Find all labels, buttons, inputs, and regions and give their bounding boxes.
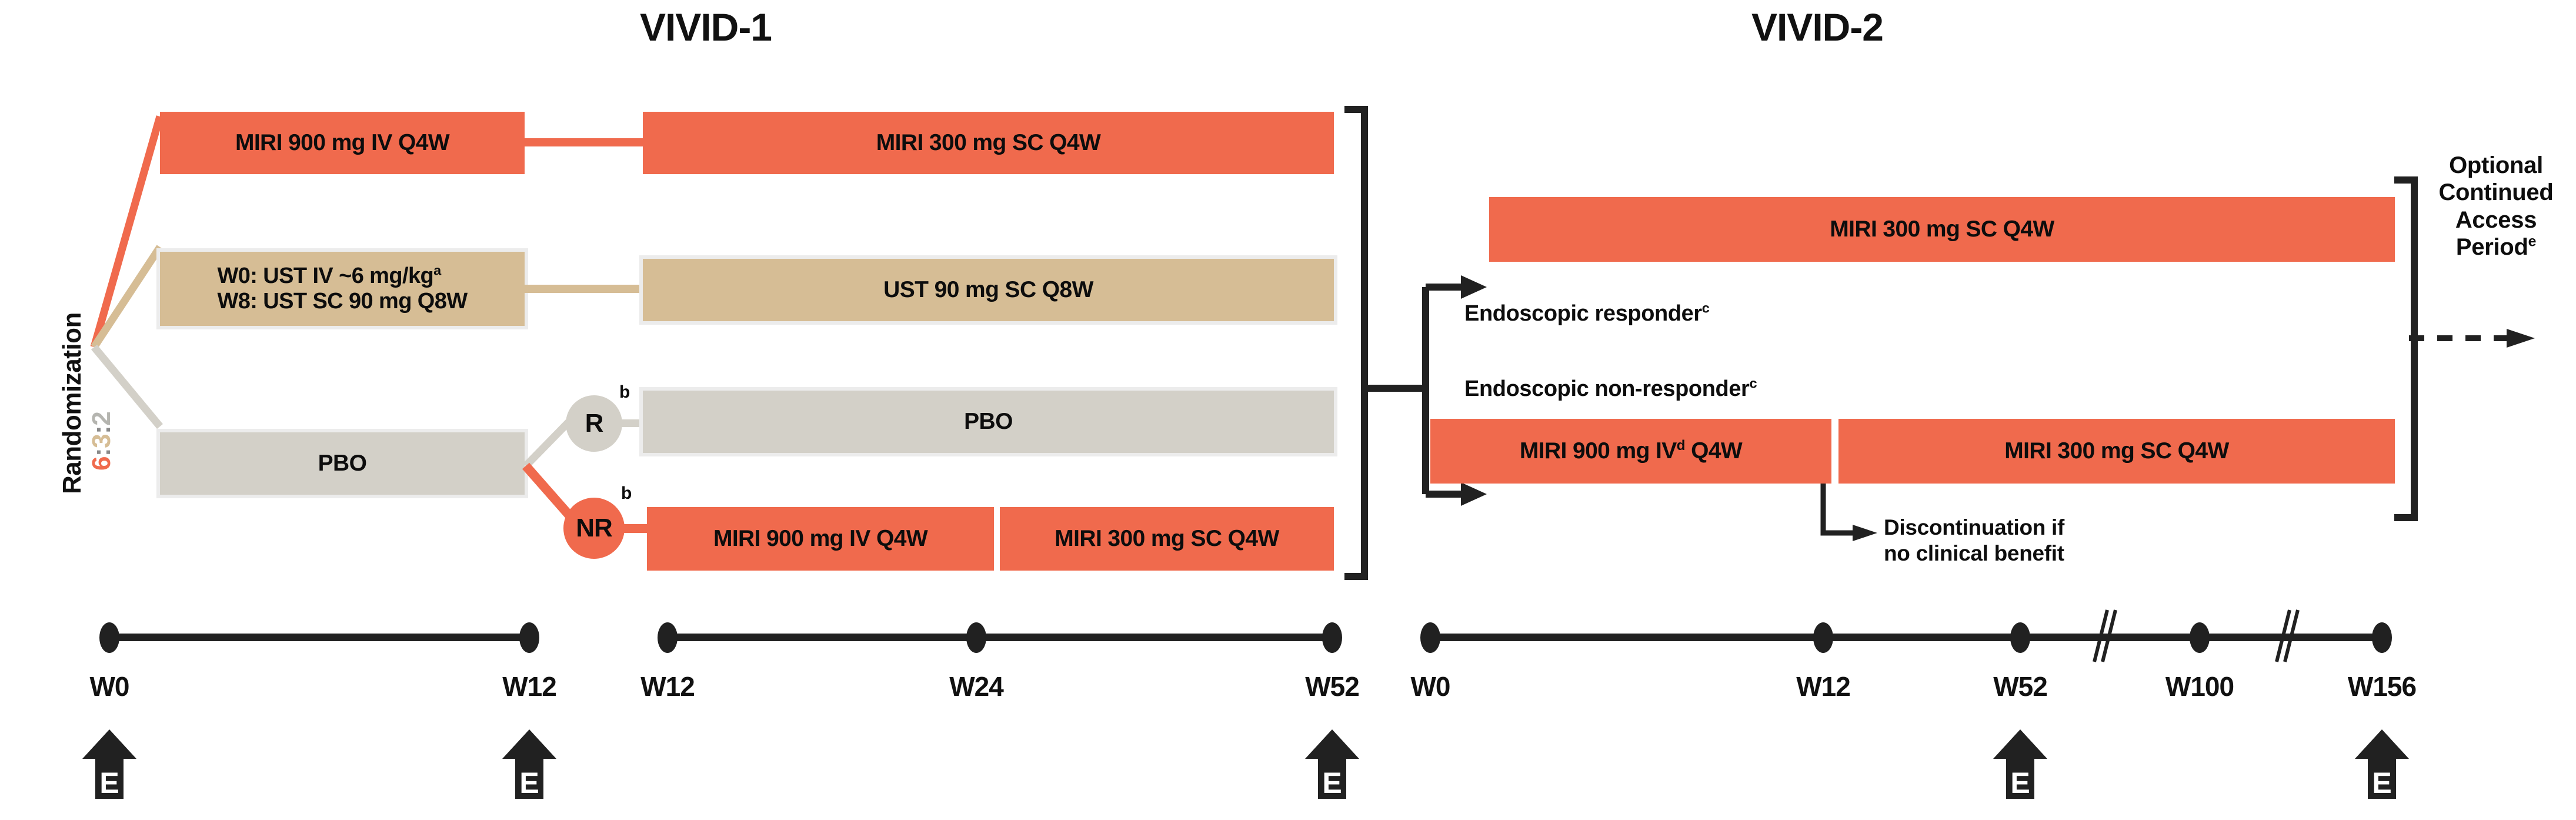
discontinuation-note: Discontinuation if no clinical benefit [1884,515,2064,566]
discontinuation-line1: Discontinuation if [1884,515,2065,539]
endoscopic-responder-label: Endoscopic responderc [1464,300,1710,326]
box-miri-iv-induction-label: MIRI 900 mg IV Q4W [235,130,450,156]
non-responder-circle-label: NR [576,514,613,542]
non-responder-circle[interactable]: NR [563,498,625,559]
v2-nr-iv-tail: Q4W [1684,438,1743,464]
endoscopy-arrow-w52-vivid1: E [1305,729,1359,799]
box-miri-sc-maintenance-label: MIRI 300 mg SC Q4W [876,130,1101,156]
box-pbo-maintenance[interactable]: PBO [639,387,1337,456]
study-title-vivid2: VIVID-2 [1751,5,1884,49]
connector-responder-to-pbo-maintenance [619,419,647,427]
timeline-label-v2-w100: W100 [2165,671,2234,702]
timeline-label-w0: W0 [89,671,130,702]
box-pbo-nr-miri-iv[interactable]: MIRI 900 mg IV Q4W [647,507,994,571]
box-pbo-maintenance-label: PBO [964,409,1013,435]
optional-line1: Optional [2449,152,2543,178]
footnote-a: a [433,262,441,278]
timeline-dot-w24[interactable] [966,622,986,653]
ust-induction-line2: W8: UST SC 90 mg Q8W [217,289,468,314]
footnote-c-nonresponder: c [1749,375,1757,391]
footnote-e: e [2528,234,2537,250]
timeline-label-w12b: W12 [640,671,695,702]
endoscopic-non-responder-label: Endoscopic non-responderc [1464,376,1757,402]
timeline-label-v2-w156: W156 [2347,671,2417,702]
vivid1-right-bracket [1344,106,1368,580]
box-ust-sc-maintenance-label: UST 90 mg SC Q8W [883,277,1093,303]
endoscopy-arrow-w12-label: E [519,766,539,799]
timeline-dot-w0[interactable] [99,622,119,653]
box-v2-responder-arm-label: MIRI 300 mg SC Q4W [1830,216,2054,242]
timeline-dot-v2-w52[interactable] [2010,622,2030,653]
ust-induction-line1: W0: UST IV ~6 mg/kg [217,264,434,289]
box-pbo-nr-miri-sc-label: MIRI 300 mg SC Q4W [1055,526,1279,552]
endoscopy-arrow-w0: E [82,729,136,799]
study-title-vivid1: VIVID-1 [639,5,772,49]
vivid2-right-bracket [2394,176,2418,521]
box-pbo-nr-miri-sc[interactable]: MIRI 300 mg SC Q4W [1000,507,1334,571]
timeline-break-1-icon [2093,609,2117,662]
box-pbo-nr-miri-iv-label: MIRI 900 mg IV Q4W [713,526,928,552]
box-v2-responder-arm[interactable]: MIRI 300 mg SC Q4W [1489,197,2395,262]
endoscopy-arrow-w52-vivid1-label: E [1322,766,1342,799]
box-pbo-induction-label: PBO [318,451,367,476]
box-v2-nonresponder-iv[interactable]: MIRI 900 mg IVd Q4W [1430,419,1831,484]
timeline-label-v2-w0: W0 [1410,671,1451,702]
responder-circle-footnote-b: b [619,382,630,402]
responder-circle-label: R [585,409,604,438]
timeline-dot-w12b[interactable] [658,622,678,653]
discontinuation-line2: no clinical benefit [1884,541,2064,565]
timeline-label-w12a: W12 [502,671,557,702]
box-pbo-induction[interactable]: PBO [156,429,528,498]
endoscopy-arrow-w0-label: E [99,766,119,799]
connector-miri-induction-maintenance [523,138,644,146]
box-ust-induction[interactable]: W0: UST IV ~6 mg/kga W8: UST SC 90 mg Q8… [156,248,528,329]
endoscopy-arrow-w52-vivid2: E [1993,729,2047,799]
vivid1-to-vivid2-split [1362,275,1487,506]
endoscopy-arrow-w156-label: E [2372,766,2392,799]
endoscopy-arrow-w52-vivid2-label: E [2010,766,2030,799]
box-ust-sc-maintenance[interactable]: UST 90 mg SC Q8W [639,255,1337,325]
timeline-label-v2-w12: W12 [1796,671,1851,702]
timeline-maintenance-axis [668,634,1332,641]
optional-line2: Continued [2438,179,2554,206]
optional-line4: Period [2455,234,2528,261]
optional-line3: Access [2455,206,2537,233]
timeline-dot-v2-w156[interactable] [2372,622,2392,653]
optional-continued-access-period: Optional Continued Access Periode [2417,152,2575,261]
connector-nonresponder-to-miri [620,524,649,533]
randomization-fan-lines [90,115,164,429]
discontinuation-connector [1820,484,1877,541]
timeline-vivid2-axis [1430,634,2383,641]
non-responder-circle-footnote-b: b [621,484,632,503]
box-v2-nonresponder-sc[interactable]: MIRI 300 mg SC Q4W [1838,419,2395,484]
footnote-c-responder: c [1701,300,1710,316]
timeline-label-w52a: W52 [1305,671,1360,702]
footnote-d: d [1676,438,1686,454]
timeline-label-w24: W24 [949,671,1004,702]
responder-circle[interactable]: R [566,395,622,452]
timeline-dot-v2-w0[interactable] [1420,622,1440,653]
timeline-break-2-icon [2275,609,2300,662]
timeline-label-v2-w52: W52 [1993,671,2048,702]
timeline-induction-axis [109,634,529,641]
box-v2-nonresponder-iv-label: MIRI 900 mg IVd Q4W [1514,438,1748,464]
box-miri-sc-maintenance[interactable]: MIRI 300 mg SC Q4W [643,112,1334,174]
continued-access-dashed-arrow [2409,329,2535,348]
endoscopic-non-responder-text: Endoscopic non-responder [1464,376,1750,401]
connector-ust-induction-maintenance [523,285,644,293]
box-v2-nonresponder-sc-label: MIRI 300 mg SC Q4W [2004,438,2229,464]
box-ust-induction-label: W0: UST IV ~6 mg/kga W8: UST SC 90 mg Q8… [211,264,473,314]
timeline-dot-v2-w12[interactable] [1813,622,1833,653]
v2-nr-iv-text: MIRI 900 mg IV [1519,438,1677,464]
box-miri-iv-induction[interactable]: MIRI 900 mg IV Q4W [160,112,525,174]
timeline-dot-w12a[interactable] [519,622,539,653]
endoscopy-arrow-w12: E [502,729,556,799]
endoscopic-responder-text: Endoscopic responder [1464,301,1702,326]
endoscopy-arrow-w156: E [2355,729,2409,799]
timeline-dot-v2-w100[interactable] [2190,622,2210,653]
timeline-dot-w52a[interactable] [1322,622,1342,653]
